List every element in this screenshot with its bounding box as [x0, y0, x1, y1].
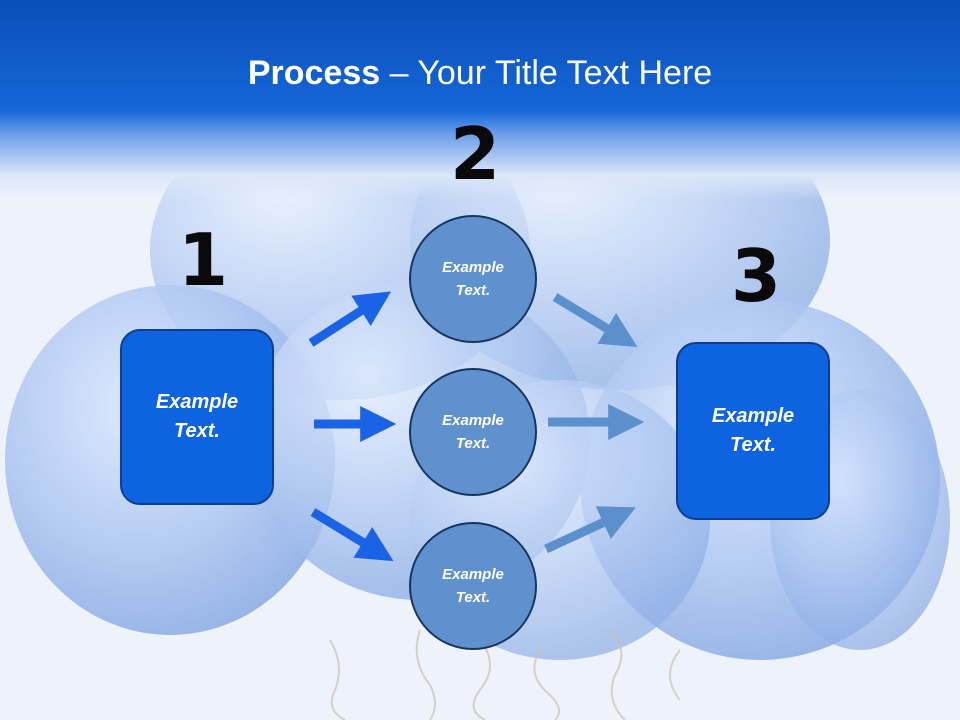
step-1-box: Example Text.	[120, 329, 274, 505]
arrow-2-top-to-3	[552, 293, 638, 348]
header-band	[0, 0, 960, 200]
step-3-box: Example Text.	[676, 342, 830, 520]
arrow-1-to-2-bottom	[310, 508, 394, 562]
slide-title: Process – Your Title Text Here	[0, 54, 960, 93]
step-2-circle-bottom: Example Text.	[409, 522, 537, 650]
step-1-number: 1	[178, 218, 229, 302]
step-2-circle-top: Example Text.	[409, 215, 537, 343]
step-2-circle-middle: Example Text.	[409, 368, 537, 496]
title-bold-part: Process	[247, 54, 381, 92]
title-rest-part: – Your Title Text Here	[380, 54, 713, 92]
arrow-2-bottom-to-3	[544, 506, 636, 554]
step-3-number: 3	[731, 234, 782, 318]
arrow-1-to-2-top	[308, 291, 392, 347]
step-2-number: 2	[450, 112, 501, 196]
